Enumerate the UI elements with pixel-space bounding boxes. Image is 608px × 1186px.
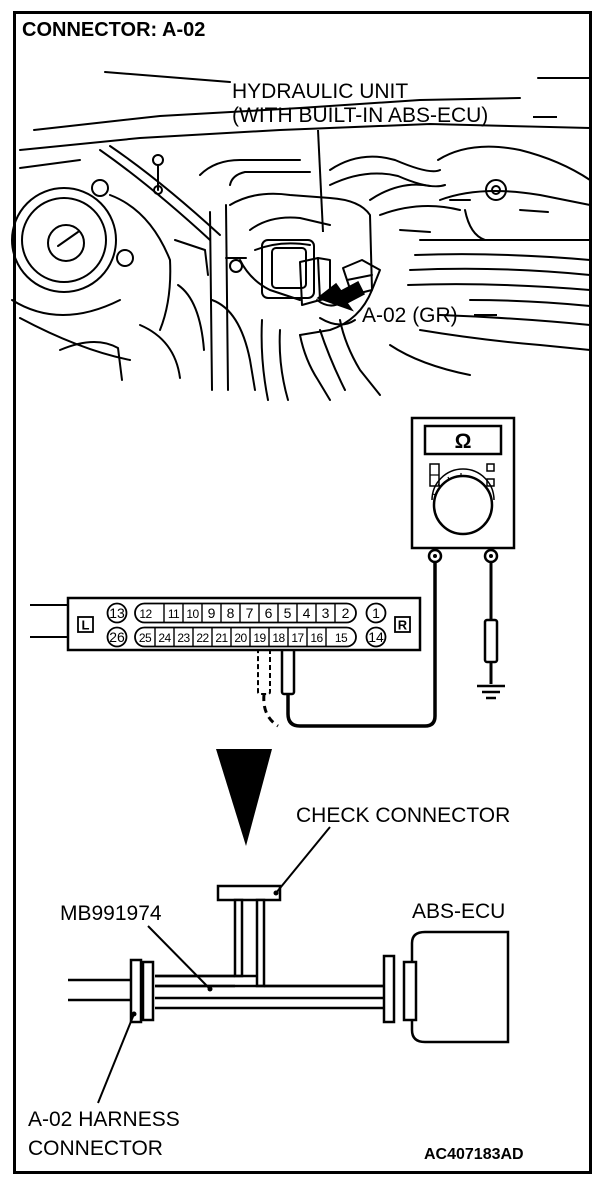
pin-label: 23 xyxy=(177,631,190,645)
pin-label: 12 xyxy=(139,607,152,621)
pin-label: 9 xyxy=(208,605,216,621)
pin-label: 11 xyxy=(168,607,180,621)
pin-label: 26 xyxy=(109,629,125,645)
engine-bay-illustration xyxy=(11,71,591,401)
diagram-title: CONNECTOR: A-02 xyxy=(22,19,205,41)
pin-label: 17 xyxy=(291,631,304,645)
pin-group-outline xyxy=(134,602,357,624)
pin-label: 6 xyxy=(265,605,273,621)
pin-label: 3 xyxy=(322,605,330,621)
pin-label: 10 xyxy=(186,607,199,621)
ohmmeter-dial-arc xyxy=(431,468,495,501)
pin-label: 20 xyxy=(234,631,247,645)
check-connector-leader xyxy=(275,826,331,894)
connector-right-tag: R xyxy=(398,618,408,633)
ohmmeter: Ω xyxy=(410,416,516,564)
pin-label: 13 xyxy=(109,605,125,621)
harness-left-connector-outer xyxy=(129,958,143,1024)
pin-label: 4 xyxy=(303,605,311,621)
pin-label: 24 xyxy=(158,631,171,645)
tool-leader xyxy=(147,925,211,990)
ground-symbol-icon xyxy=(477,684,505,700)
positive-lead-wire xyxy=(286,562,437,728)
ohm-symbol: Ω xyxy=(455,430,472,453)
abs-ecu-connector-stub xyxy=(402,960,418,1022)
pin-row-bottom: 26 25 24 23 22 21 20 19 18 17 xyxy=(106,626,387,648)
tool-number-label: MB991974 xyxy=(60,902,162,925)
check-connector-label: CHECK CONNECTOR xyxy=(296,804,510,827)
connector-tag-left xyxy=(77,616,94,633)
pin-label: 16 xyxy=(310,631,323,645)
harness-leaders xyxy=(97,826,331,1104)
pin-label: 5 xyxy=(284,605,292,621)
harness-left-connector-inner xyxy=(141,960,155,1022)
connector-pointer-arrow xyxy=(316,280,365,312)
ohmmeter-dial[interactable] xyxy=(432,474,494,536)
pin-group-outline xyxy=(134,626,357,648)
figure-code: AC407183AD xyxy=(424,1146,524,1163)
check-connector-cap xyxy=(216,884,282,902)
test-leads xyxy=(257,562,505,728)
pin-label: 21 xyxy=(215,631,228,645)
abs-ecu-label: ABS-ECU xyxy=(412,900,505,923)
check-harness-diagram xyxy=(68,884,510,1044)
illustration-leaders xyxy=(317,116,557,316)
harness-right-connector xyxy=(382,954,396,1024)
hydraulic-unit-label-line2: (WITH BUILT-IN ABS-ECU) xyxy=(232,104,488,127)
pin-label: 22 xyxy=(196,631,209,645)
pin-label: 25 xyxy=(139,631,152,645)
pin-label: 1 xyxy=(372,605,380,621)
pin-label: 8 xyxy=(227,605,235,621)
ohmmeter-display xyxy=(423,424,503,456)
pin-label: 2 xyxy=(342,605,350,621)
connector-tag-right xyxy=(394,616,411,633)
ohmmeter-indicator-top xyxy=(486,463,495,472)
abs-ecu-block xyxy=(410,930,510,1044)
pin-row-top: 13 12 11 10 9 8 7 6 5 4 xyxy=(106,602,387,624)
outer-frame xyxy=(13,11,592,1174)
pin-label: 7 xyxy=(246,605,254,621)
alternate-lead-dashed xyxy=(262,693,279,728)
pin-label: 15 xyxy=(335,631,348,645)
down-arrow-icon xyxy=(216,749,272,846)
harness-connector-label-line1: A-02 HARNESS xyxy=(28,1108,180,1131)
pin-label: 19 xyxy=(253,631,266,645)
connector-left-tag: L xyxy=(82,618,90,633)
hydraulic-leader-line xyxy=(317,129,324,233)
check-connector-face: L R 13 12 11 10 9 8 xyxy=(30,596,422,652)
positive-probe xyxy=(280,644,296,696)
pin-label: 18 xyxy=(272,631,285,645)
hydraulic-unit-label-line1: HYDRAULIC UNIT xyxy=(232,80,408,103)
harness-connector-leader xyxy=(97,1013,135,1104)
connector-callout-label: A-02 (GR) xyxy=(362,304,458,327)
harness-trunk xyxy=(155,974,384,988)
pin-label: 14 xyxy=(368,629,384,645)
harness-riser xyxy=(233,898,244,978)
harness-connector-label-line2: CONNECTOR xyxy=(28,1137,163,1160)
negative-probe xyxy=(483,618,499,664)
